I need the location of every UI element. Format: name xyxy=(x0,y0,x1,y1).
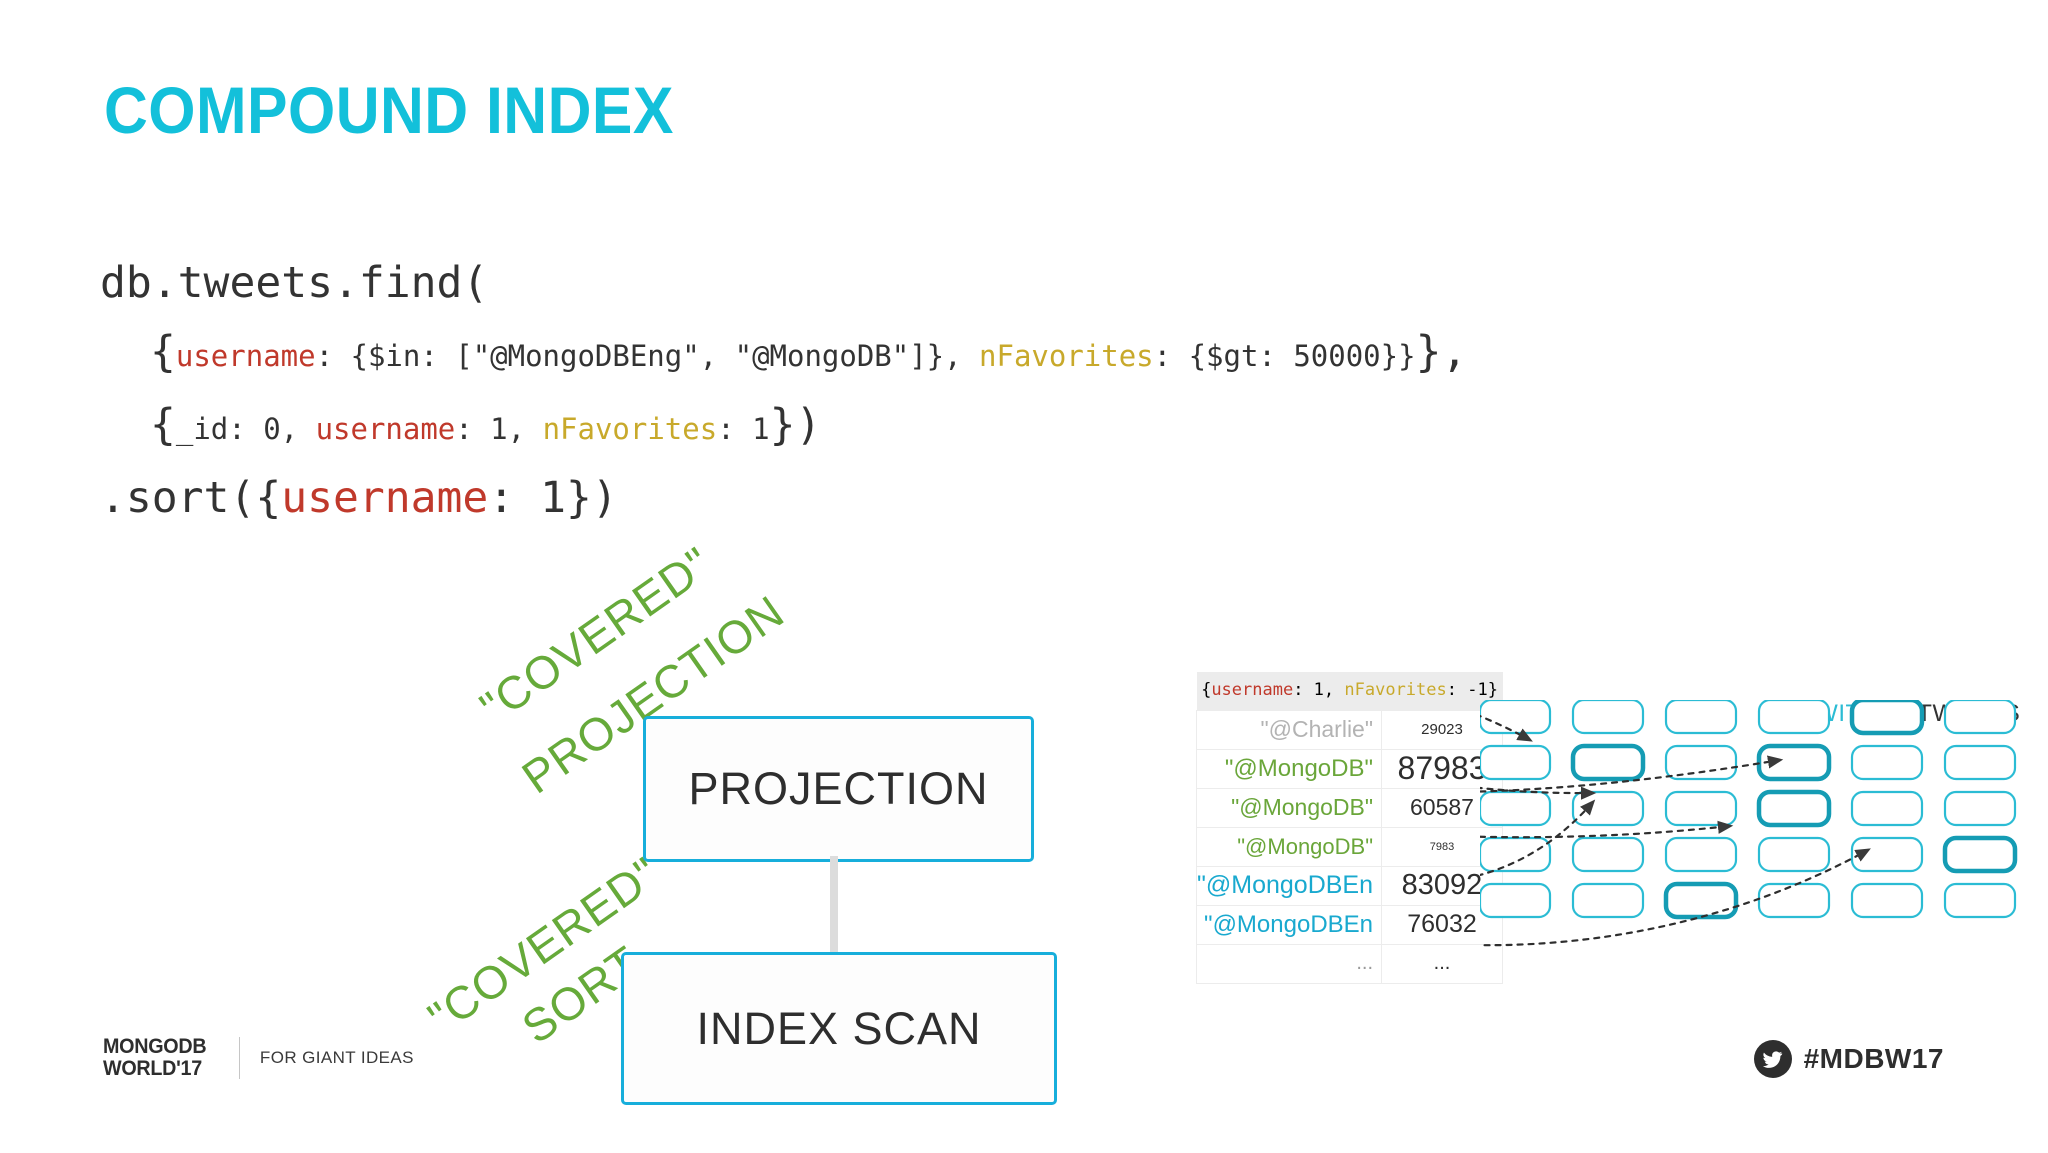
plan-connector-line xyxy=(830,856,838,952)
table-row: ...... xyxy=(1195,943,1503,984)
document-cell-highlighted xyxy=(1942,835,2018,874)
logo-tagline: FOR GIANT IDEAS xyxy=(259,1048,414,1068)
index-row-username: "@Charlie" xyxy=(1195,709,1383,750)
index-header-mid: : 1, xyxy=(1293,680,1345,700)
plan-node-index-scan: INDEX SCAN xyxy=(621,952,1057,1105)
code-brace-open-2: { xyxy=(150,400,176,450)
index-row-username: "@MongoDBEn xyxy=(1195,865,1383,906)
index-table: {username: 1, nFavorites: -1} "@Charlie"… xyxy=(1195,672,1503,984)
document-cell xyxy=(1850,744,1924,781)
index-header-key-username: username xyxy=(1211,680,1294,700)
document-cell xyxy=(1480,836,1552,873)
index-header-open: { xyxy=(1201,680,1212,700)
document-cell xyxy=(1757,700,1831,735)
code-projection-tail: : 1 xyxy=(717,412,770,446)
index-row-username: "@MongoDB" xyxy=(1195,787,1383,828)
document-cell xyxy=(1943,882,2017,919)
table-row: "@MongoDB"87983 xyxy=(1195,748,1503,789)
index-table-header-row: {username: 1, nFavorites: -1} xyxy=(1196,672,1503,711)
hashtag-badge: #MDBW17 xyxy=(1753,1040,1944,1078)
code-line-projection: {_id: 0, username: 1, nFavorites: 1}) xyxy=(100,404,1467,447)
document-cell-highlighted xyxy=(1849,700,1925,736)
code-sort-tail: : 1 xyxy=(488,473,566,523)
document-cell-highlighted xyxy=(1663,881,1739,920)
document-cell xyxy=(1850,882,1924,919)
document-cell xyxy=(1480,882,1552,919)
logo-divider xyxy=(238,1037,240,1080)
plan-node-index-scan-label: INDEX SCAN xyxy=(696,1002,982,1054)
table-row: "@MongoDB"7983 xyxy=(1195,826,1503,867)
document-cell xyxy=(1480,700,1552,735)
document-cell xyxy=(1664,744,1738,781)
code-filter-mid: : {$in: ["@MongoDBEng", "@MongoDB"]}, xyxy=(315,339,980,373)
logo-line-1: MONGODB xyxy=(103,1035,207,1058)
document-cell xyxy=(1757,836,1831,873)
document-cell xyxy=(1943,790,2017,827)
code-line-find: db.tweets.find( xyxy=(100,262,1467,305)
index-header-key-nfavorites: nFavorites xyxy=(1344,680,1447,700)
table-row: "@MongoDB"60587 xyxy=(1195,787,1503,828)
code-brace-close-2: }) xyxy=(769,400,822,450)
code-key-nfavorites: nFavorites xyxy=(979,339,1154,373)
document-cell xyxy=(1571,882,1645,919)
index-row-username: ... xyxy=(1195,943,1383,984)
document-cell xyxy=(1571,700,1645,735)
code-key-username-2: username xyxy=(315,412,456,446)
document-cell xyxy=(1664,700,1738,735)
index-to-document-arrows xyxy=(1480,714,1871,947)
code-projection-pre: _id: 0, xyxy=(175,412,316,446)
code-projection-mid: : 1, xyxy=(455,412,543,446)
document-cell-highlighted xyxy=(1756,789,1832,828)
code-key-username-3: username xyxy=(281,473,489,523)
document-cell xyxy=(1571,836,1645,873)
logo-text: MONGODB WORLD'17 xyxy=(103,1035,207,1081)
document-cell xyxy=(1480,744,1552,781)
code-key-nfavorites-2: nFavorites xyxy=(542,412,718,446)
hashtag-text: #MDBW17 xyxy=(1803,1043,1944,1074)
document-grid xyxy=(1480,700,2018,947)
document-cell xyxy=(1850,836,1924,873)
table-row: "@Charlie"29023 xyxy=(1195,709,1503,750)
document-cell xyxy=(1664,790,1738,827)
document-cell xyxy=(1480,790,1552,827)
code-sort-close: }) xyxy=(566,473,618,523)
code-line-filter: {username: {$in: ["@MongoDBEng", "@Mongo… xyxy=(100,331,1467,374)
index-row-nfavorites: ... xyxy=(1381,943,1503,984)
index-table-header-cell: {username: 1, nFavorites: -1} xyxy=(1196,672,1503,711)
plan-node-projection: PROJECTION xyxy=(643,716,1034,862)
mongodb-world-logo: MONGODB WORLD'17 FOR GIANT IDEAS xyxy=(103,1035,414,1081)
document-cell xyxy=(1757,882,1831,919)
index-row-username: "@MongoDB" xyxy=(1195,748,1383,789)
page-title: COMPOUND INDEX xyxy=(104,73,674,147)
code-brace-close: }, xyxy=(1415,327,1468,377)
document-cell-highlighted xyxy=(1570,743,1646,782)
logo-line-2: WORLD'17 xyxy=(103,1057,202,1081)
plan-node-projection-label: PROJECTION xyxy=(688,763,989,814)
index-row-username: "@MongoDBEn xyxy=(1195,904,1383,945)
code-find-text: db.tweets.find( xyxy=(100,258,489,308)
twitter-icon xyxy=(1753,1040,1792,1078)
index-row-username: "@MongoDB" xyxy=(1195,826,1383,867)
document-cell xyxy=(1571,790,1645,827)
code-filter-tail: : {$gt: 50000}} xyxy=(1153,339,1416,373)
code-key-username: username xyxy=(175,339,316,373)
document-cell xyxy=(1943,744,2017,781)
code-brace-open: { xyxy=(150,327,176,377)
document-cell xyxy=(1850,790,1924,827)
document-cell xyxy=(1664,836,1738,873)
index-header-tail: : -1} xyxy=(1446,680,1498,700)
code-sort-pre: .sort({ xyxy=(100,473,282,523)
code-line-sort: .sort({username: 1}) xyxy=(100,477,1467,520)
document-cells xyxy=(1480,700,2018,920)
document-cell xyxy=(1943,700,2017,735)
query-code-block: db.tweets.find( {username: {$in: ["@Mong… xyxy=(100,262,1467,546)
